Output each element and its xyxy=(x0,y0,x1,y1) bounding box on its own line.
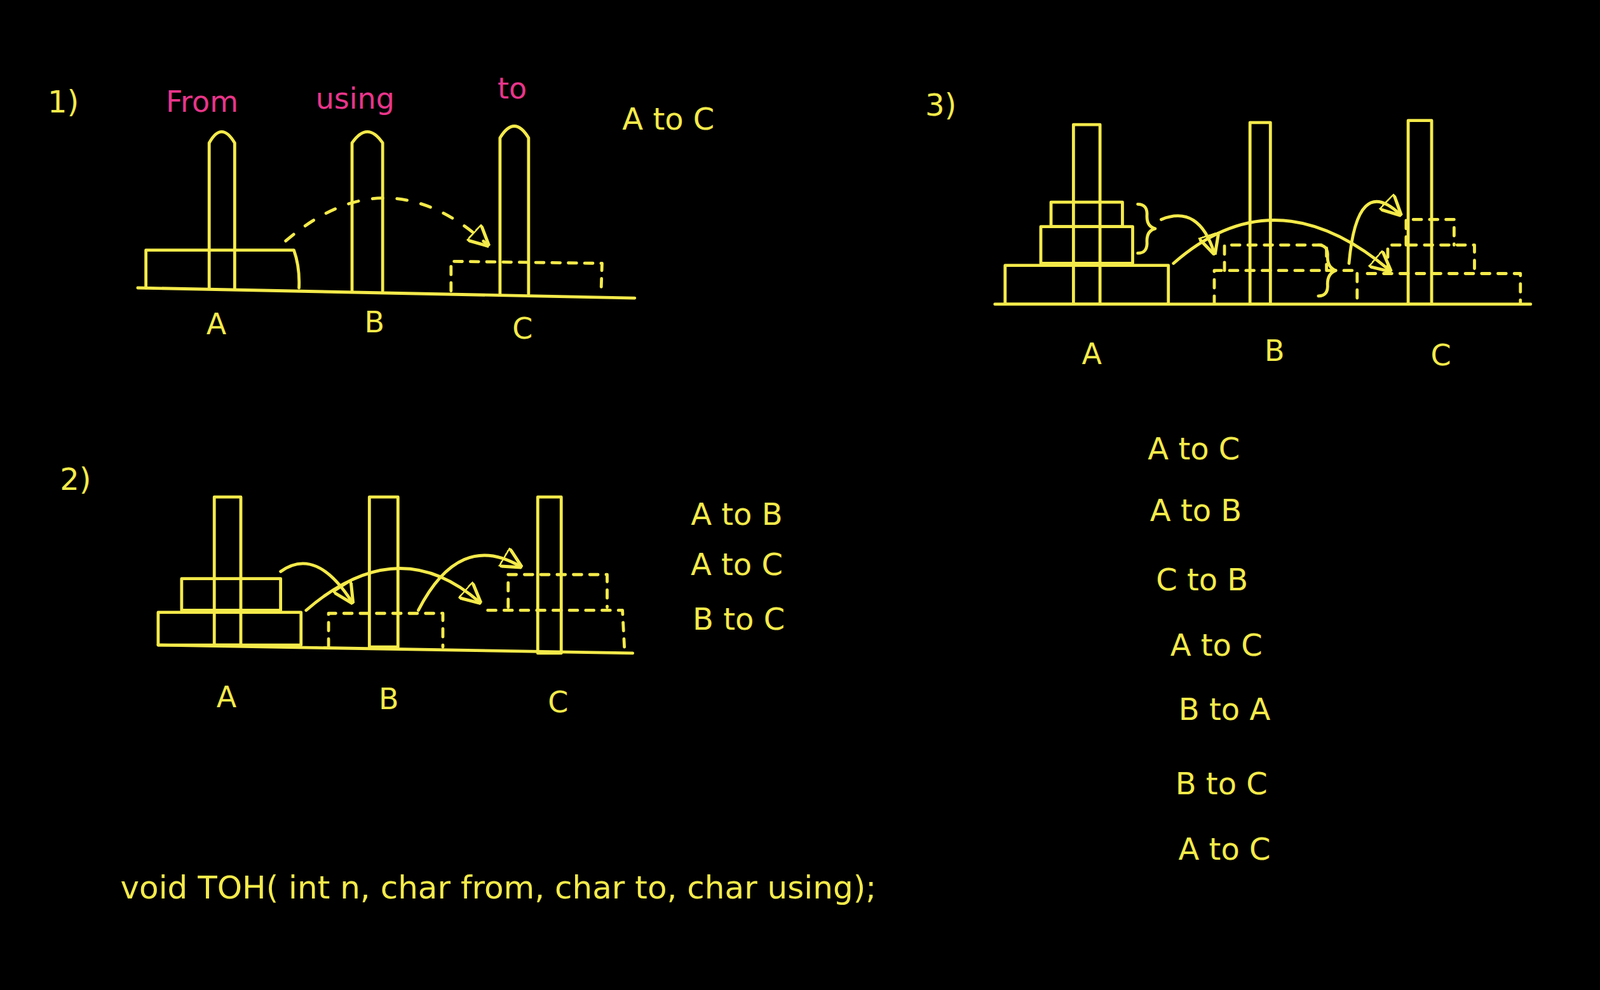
rod xyxy=(1408,120,1432,305)
rod-name: C xyxy=(512,312,533,346)
section-number: 2) xyxy=(59,462,91,497)
base-line xyxy=(137,287,635,299)
disk xyxy=(158,612,302,645)
disk-dashed xyxy=(451,261,603,294)
rod-name: B xyxy=(1264,334,1285,368)
disk-dashed xyxy=(1387,245,1475,274)
rod-role: using xyxy=(315,82,395,116)
rod xyxy=(214,496,241,645)
move-step: A to C xyxy=(622,102,715,136)
disk-dashed xyxy=(488,610,625,649)
move-step: A to C xyxy=(1147,432,1240,466)
disk xyxy=(181,578,281,611)
rod xyxy=(1249,122,1271,305)
rod-name: C xyxy=(1430,339,1451,372)
rod-name: B xyxy=(364,306,386,339)
disk-dashed xyxy=(1214,270,1358,305)
disk xyxy=(1040,226,1133,264)
rod-name: A xyxy=(216,681,237,714)
rod-name: C xyxy=(547,686,569,719)
rod-role: From xyxy=(165,85,239,119)
disk xyxy=(1005,265,1169,305)
move-step: A to C xyxy=(690,547,783,582)
move-step: B to C xyxy=(692,602,785,637)
rod xyxy=(209,131,235,289)
move-arrow xyxy=(1160,216,1215,254)
move-step: B to A xyxy=(1178,692,1271,727)
move-step: A to C xyxy=(1170,628,1263,663)
rod-role: to xyxy=(497,72,527,105)
move-arrow xyxy=(306,568,480,611)
move-arrow xyxy=(418,555,521,611)
move-step: A to B xyxy=(690,497,783,532)
brace xyxy=(1138,203,1156,253)
disk-dashed xyxy=(328,613,443,647)
disk-dashed xyxy=(1367,273,1521,305)
rod-name: A xyxy=(1082,338,1102,371)
move-arrow xyxy=(1173,220,1390,271)
section-number: 3) xyxy=(925,88,957,123)
move-arrow xyxy=(280,563,353,603)
disk xyxy=(146,250,300,288)
disk xyxy=(1050,202,1123,227)
disk-dashed xyxy=(1224,245,1327,271)
rod xyxy=(500,125,529,294)
brace xyxy=(1318,245,1336,297)
move-arrow xyxy=(285,198,489,246)
section-number: 1) xyxy=(47,85,79,119)
move-step: C to B xyxy=(1155,562,1248,597)
rod xyxy=(352,131,383,292)
move-step: B to C xyxy=(1175,766,1268,801)
move-step: A to B xyxy=(1150,493,1242,528)
disk-dashed xyxy=(1406,219,1454,245)
move-arrow xyxy=(1349,201,1400,264)
disk-dashed xyxy=(508,574,608,607)
function-signature: void TOH( int n, char from, char to, cha… xyxy=(120,870,877,906)
move-step: A to C xyxy=(1178,832,1271,867)
rod-name: B xyxy=(378,683,400,716)
rod-name: A xyxy=(206,308,227,341)
rod xyxy=(1073,124,1100,305)
